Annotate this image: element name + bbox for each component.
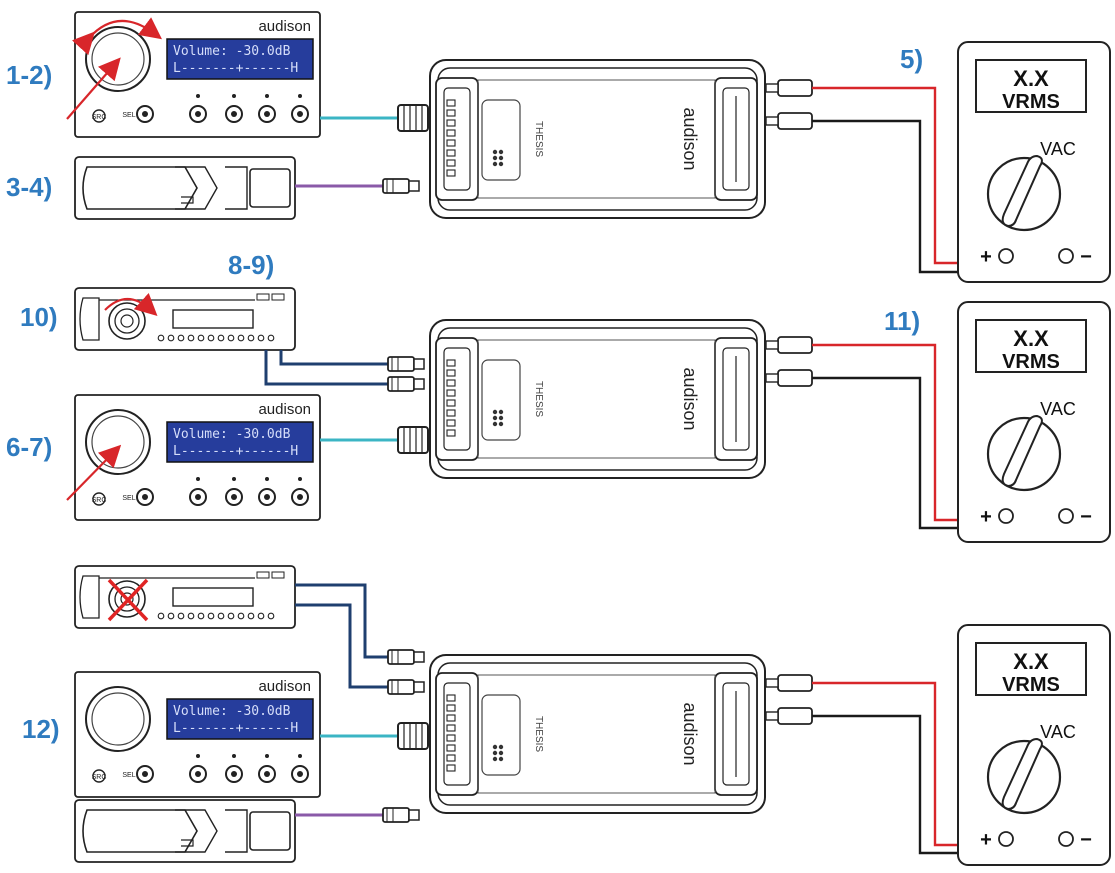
step-label-10: 10) — [20, 302, 58, 332]
meter-mode: VAC — [1040, 399, 1076, 419]
meter-display-value: X.X — [1013, 326, 1049, 351]
remote-brand: audison — [258, 18, 311, 35]
src-label: SRC — [92, 497, 107, 504]
amp-model: THESIS — [533, 381, 544, 417]
sel-label: SEL — [122, 112, 135, 119]
amp-model: THESIS — [533, 121, 544, 157]
remote-control-3: audison Volume: -30.0dB L-------+------H… — [74, 671, 321, 798]
sel-label: SEL — [122, 772, 135, 779]
multimeter-1: X.X VRMS VAC + − — [956, 40, 1112, 284]
section-1: audison Volume: -30.0dB L-------+------H… — [66, 11, 1112, 284]
head-unit-2 — [74, 565, 296, 629]
amp-model: THESIS — [533, 716, 544, 752]
amplifier-3: audison THESIS — [429, 654, 766, 814]
x-mark-icon — [107, 578, 149, 622]
usb-dongle-1 — [74, 156, 296, 220]
amplifier-1: audison THESIS — [429, 59, 766, 219]
lcd-line-1: Volume: -30.0dB — [173, 44, 291, 59]
lcd-line-1: Volume: -30.0dB — [173, 704, 291, 719]
multimeter-2: X.X VRMS VAC + − — [956, 300, 1112, 544]
lcd-line-2: L-------+------H — [173, 721, 298, 736]
remote-brand: audison — [258, 678, 311, 695]
step-label-11: 11) — [884, 306, 921, 336]
amp-brand: audison — [680, 702, 700, 765]
meter-display-value: X.X — [1013, 649, 1049, 674]
remote-control-1: audison Volume: -30.0dB L-------+------H… — [66, 11, 321, 138]
meter-mode: VAC — [1040, 139, 1076, 159]
src-label: SRC — [92, 774, 107, 781]
head-unit-1 — [74, 287, 296, 351]
remote-control-2: audison Volume: -30.0dB L-------+------H… — [66, 394, 321, 521]
lcd-line-2: L-------+------H — [173, 61, 298, 76]
meter-minus: − — [1080, 829, 1092, 851]
multimeter-3: X.X VRMS VAC + − — [956, 623, 1112, 867]
meter-display-unit: VRMS — [1002, 351, 1060, 373]
usb-dongle-2 — [74, 799, 296, 863]
meter-minus: − — [1080, 506, 1092, 528]
meter-plus: + — [980, 829, 992, 851]
rca-plug — [382, 178, 420, 194]
lcd-line-1: Volume: -30.0dB — [173, 427, 291, 442]
remote-brand: audison — [258, 401, 311, 418]
step-label-12: 12) — [22, 714, 60, 744]
navy-cable-2 — [264, 350, 388, 386]
step-label-6-7: 6-7) — [6, 432, 53, 462]
navy-cable-1 — [279, 350, 388, 366]
section-3: audison Volume: -30.0dB L-------+------H… — [74, 565, 1112, 867]
amplifier-2: audison THESIS — [429, 319, 766, 479]
curved-arrow-icon — [71, 17, 163, 56]
meter-plus: + — [980, 506, 992, 528]
amp-brand: audison — [680, 107, 700, 170]
arrow-icon — [66, 444, 122, 501]
step-label-8-9: 8-9) — [228, 250, 275, 280]
amp-brand: audison — [680, 367, 700, 430]
step-label-1-2: 1-2) — [6, 60, 53, 90]
meter-plus: + — [980, 246, 992, 268]
navy-cable-4 — [295, 603, 388, 689]
meter-display-unit: VRMS — [1002, 91, 1060, 113]
ethernet-plug — [397, 104, 429, 132]
arrow-icon — [66, 57, 121, 120]
meter-display-value: X.X — [1013, 66, 1049, 91]
meter-display-unit: VRMS — [1002, 674, 1060, 696]
lcd-line-2: L-------+------H — [173, 444, 298, 459]
navy-cable-3 — [295, 583, 388, 659]
sel-label: SEL — [122, 495, 135, 502]
section-2: audison Volume: -30.0dB L-------+------H… — [66, 287, 1112, 544]
src-label: SRC — [92, 114, 107, 121]
step-label-5: 5) — [900, 44, 924, 74]
curved-arrow-icon — [104, 292, 158, 316]
meter-mode: VAC — [1040, 722, 1076, 742]
meter-minus: − — [1080, 246, 1092, 268]
step-label-3-4: 3-4) — [6, 172, 53, 202]
